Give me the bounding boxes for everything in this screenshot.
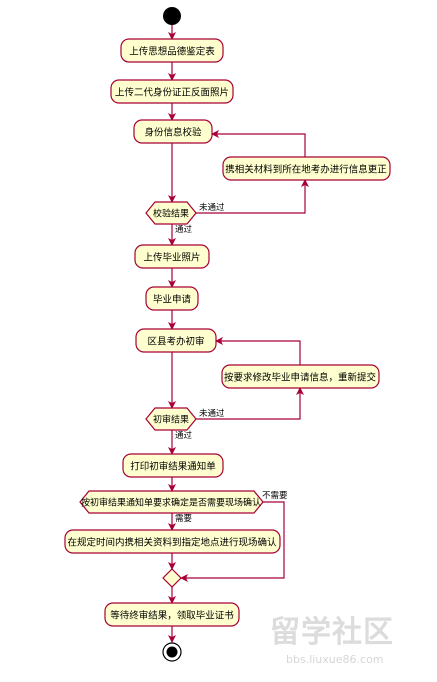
activity-id-verify: 身份信息校验 xyxy=(133,119,213,144)
edge-modify-back xyxy=(215,337,301,365)
activity-upload-grad-photo: 上传毕业照片 xyxy=(134,244,210,269)
activity-onsite-confirm: 在规定时间内携相关资料到指定地点进行现场确认 xyxy=(64,529,281,554)
decision-first-review-result: 初审结果 xyxy=(145,407,197,431)
edge-not-needed xyxy=(180,501,285,582)
decision-first-review-result-label: 初审结果 xyxy=(153,414,189,426)
edge-label-review-fail: 未通过 xyxy=(199,408,225,419)
activity-id-verify-label: 身份信息校验 xyxy=(144,127,202,139)
activity-onsite-confirm-label: 在规定时间内携相关资料到指定地点进行现场确认 xyxy=(67,537,277,549)
decision-need-onsite: 按初审结果通知单要求确定是否需要现场确认 xyxy=(79,490,264,514)
activity-county-first-review-label: 区县考办初审 xyxy=(147,336,204,348)
activity-grad-apply-label: 毕业申请 xyxy=(153,294,192,306)
activity-print-notice-label: 打印初审结果通知单 xyxy=(130,461,216,473)
activity-upload-moral-form: 上传思想品德鉴定表 xyxy=(120,38,224,63)
decision-verify-result-label: 校验结果 xyxy=(153,208,189,220)
edge-label-verify-pass: 通过 xyxy=(175,224,193,235)
edge-label-not-needed: 不需要 xyxy=(262,491,288,501)
edge-label-verify-fail: 未通过 xyxy=(199,202,225,213)
activity-upload-id-photos: 上传二代身份证正反面照片 xyxy=(110,79,234,104)
merge-node xyxy=(162,568,182,588)
edge-label-needed: 需要 xyxy=(175,514,193,524)
edge-correct-back xyxy=(211,130,306,157)
watermark: 留学社区 bbs.liuxue86.com xyxy=(270,615,394,666)
watermark-url: bbs.liuxue86.com xyxy=(286,653,384,666)
activity-wait-final-cert-label: 等待终审结果，领取毕业证书 xyxy=(110,610,234,622)
edge-verify-fail xyxy=(196,179,309,214)
activity-upload-id-photos-label: 上传二代身份证正反面照片 xyxy=(115,87,229,99)
activity-bring-materials-correct: 携相关材料到所在地考办进行信息更正 xyxy=(222,156,391,181)
activity-modify-resubmit: 按要求修改毕业申请信息，重新提交 xyxy=(221,364,380,389)
end-node xyxy=(162,642,182,662)
start-node xyxy=(163,7,181,25)
activity-upload-moral-form-label: 上传思想品德鉴定表 xyxy=(129,46,215,58)
edges xyxy=(168,25,309,643)
activity-bring-materials-correct-label: 携相关材料到所在地考办进行信息更正 xyxy=(225,164,387,176)
edge-label-review-pass: 通过 xyxy=(175,430,193,441)
edge-review-fail xyxy=(196,387,304,420)
activity-modify-resubmit-label: 按要求修改毕业申请信息，重新提交 xyxy=(224,372,377,384)
activity-print-notice: 打印初审结果通知单 xyxy=(122,453,224,478)
watermark-logo: 留学社区 xyxy=(270,615,394,650)
activity-upload-grad-photo-label: 上传毕业照片 xyxy=(143,252,200,264)
decision-need-onsite-label: 按初审结果通知单要求确定是否需要现场确认 xyxy=(81,497,261,509)
activity-grad-apply: 毕业申请 xyxy=(145,286,199,311)
activity-wait-final-cert: 等待终审结果，领取毕业证书 xyxy=(104,602,240,627)
decision-verify-result: 校验结果 xyxy=(145,201,197,225)
activity-county-first-review: 区县考办初审 xyxy=(135,328,217,353)
